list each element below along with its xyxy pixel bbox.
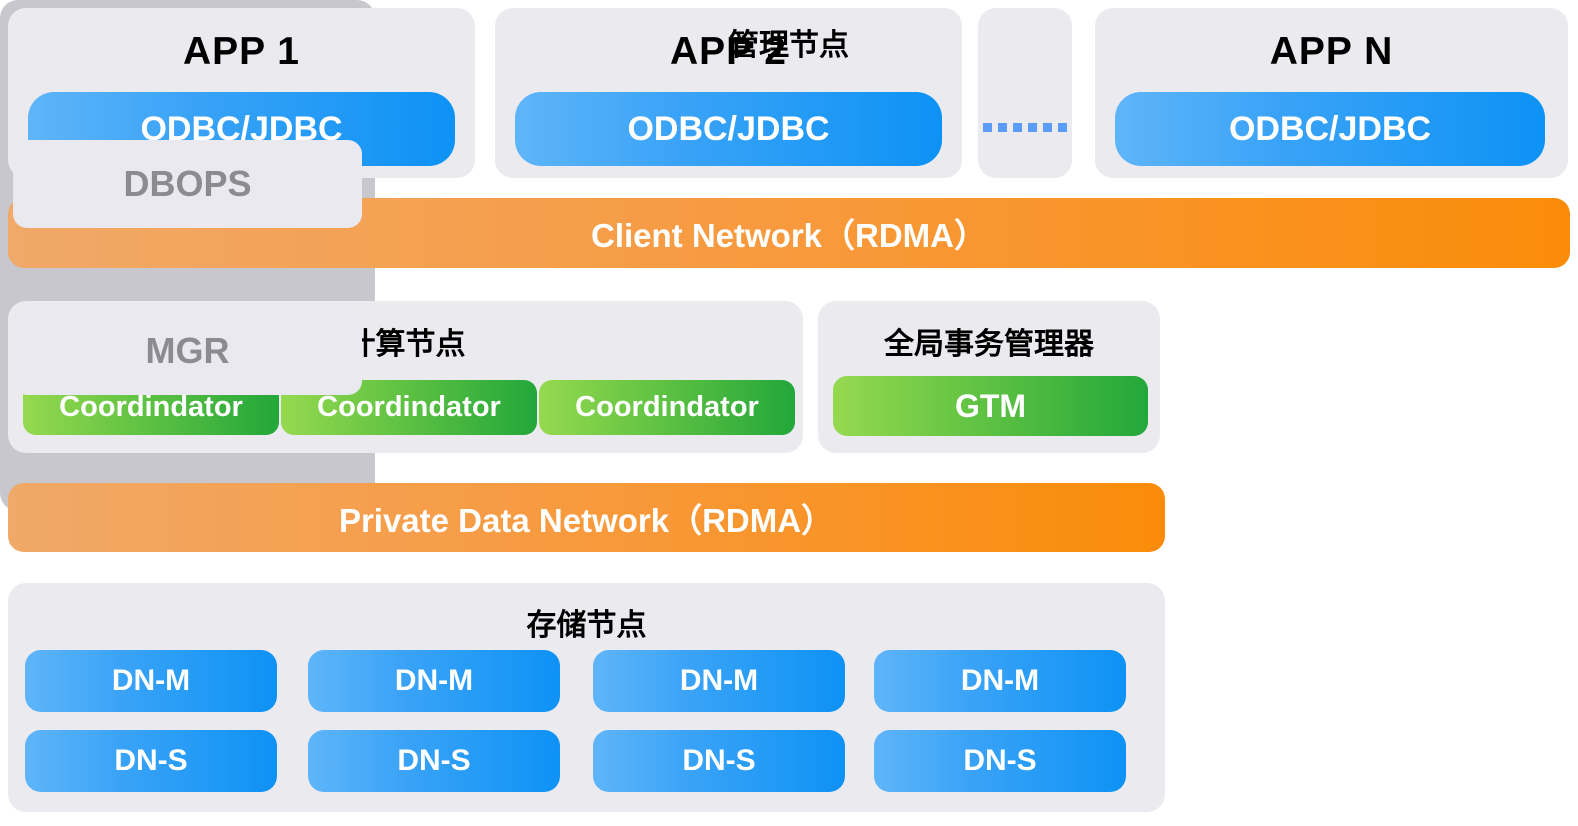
dn-slave-chip-1[interactable]: DN-S	[25, 730, 277, 792]
dn-master-chip-4[interactable]: DN-M	[874, 650, 1126, 712]
odbc-jdbc-chip-n[interactable]: ODBC/JDBC	[1115, 92, 1545, 166]
compute-node-title: 计算节点	[345, 328, 466, 361]
app-title-1: APP 1	[182, 30, 300, 73]
private-data-network-band: Private Data Network（RDMA）	[8, 483, 1165, 552]
odbc-jdbc-chip-2[interactable]: ODBC/JDBC	[515, 92, 942, 166]
dn-slave-chip-3[interactable]: DN-S	[593, 730, 845, 792]
app-ellipsis-panel	[978, 8, 1072, 178]
app-title-2: APP 2	[669, 30, 787, 73]
dn-master-chip-1[interactable]: DN-M	[25, 650, 277, 712]
coordinator-chip-3[interactable]: Coordindator	[539, 380, 795, 435]
app-panel-n: APP N ODBC/JDBC	[1095, 8, 1568, 178]
dn-master-chip-2[interactable]: DN-M	[308, 650, 560, 712]
storage-node-title: 存储节点	[526, 609, 647, 642]
dn-master-chip-3[interactable]: DN-M	[593, 650, 845, 712]
mgr-box[interactable]: MGR	[13, 307, 362, 395]
gtm-node-title: 全局事务管理器	[884, 328, 1094, 361]
ellipsis-dots-icon	[978, 123, 1072, 132]
storage-node-panel: 存储节点 DN-M DN-M DN-M DN-M DN-S DN-S DN-S …	[8, 583, 1165, 812]
gtm-node-panel: 全局事务管理器 GTM	[818, 301, 1160, 453]
gtm-chip[interactable]: GTM	[833, 376, 1148, 436]
app-panel-2: APP 2 ODBC/JDBC	[495, 8, 962, 178]
app-title-n: APP N	[1269, 30, 1394, 73]
dn-slave-chip-4[interactable]: DN-S	[874, 730, 1126, 792]
dbops-box[interactable]: DBOPS	[13, 140, 362, 228]
dn-slave-chip-2[interactable]: DN-S	[308, 730, 560, 792]
management-node-title: 管理节点	[729, 29, 849, 62]
